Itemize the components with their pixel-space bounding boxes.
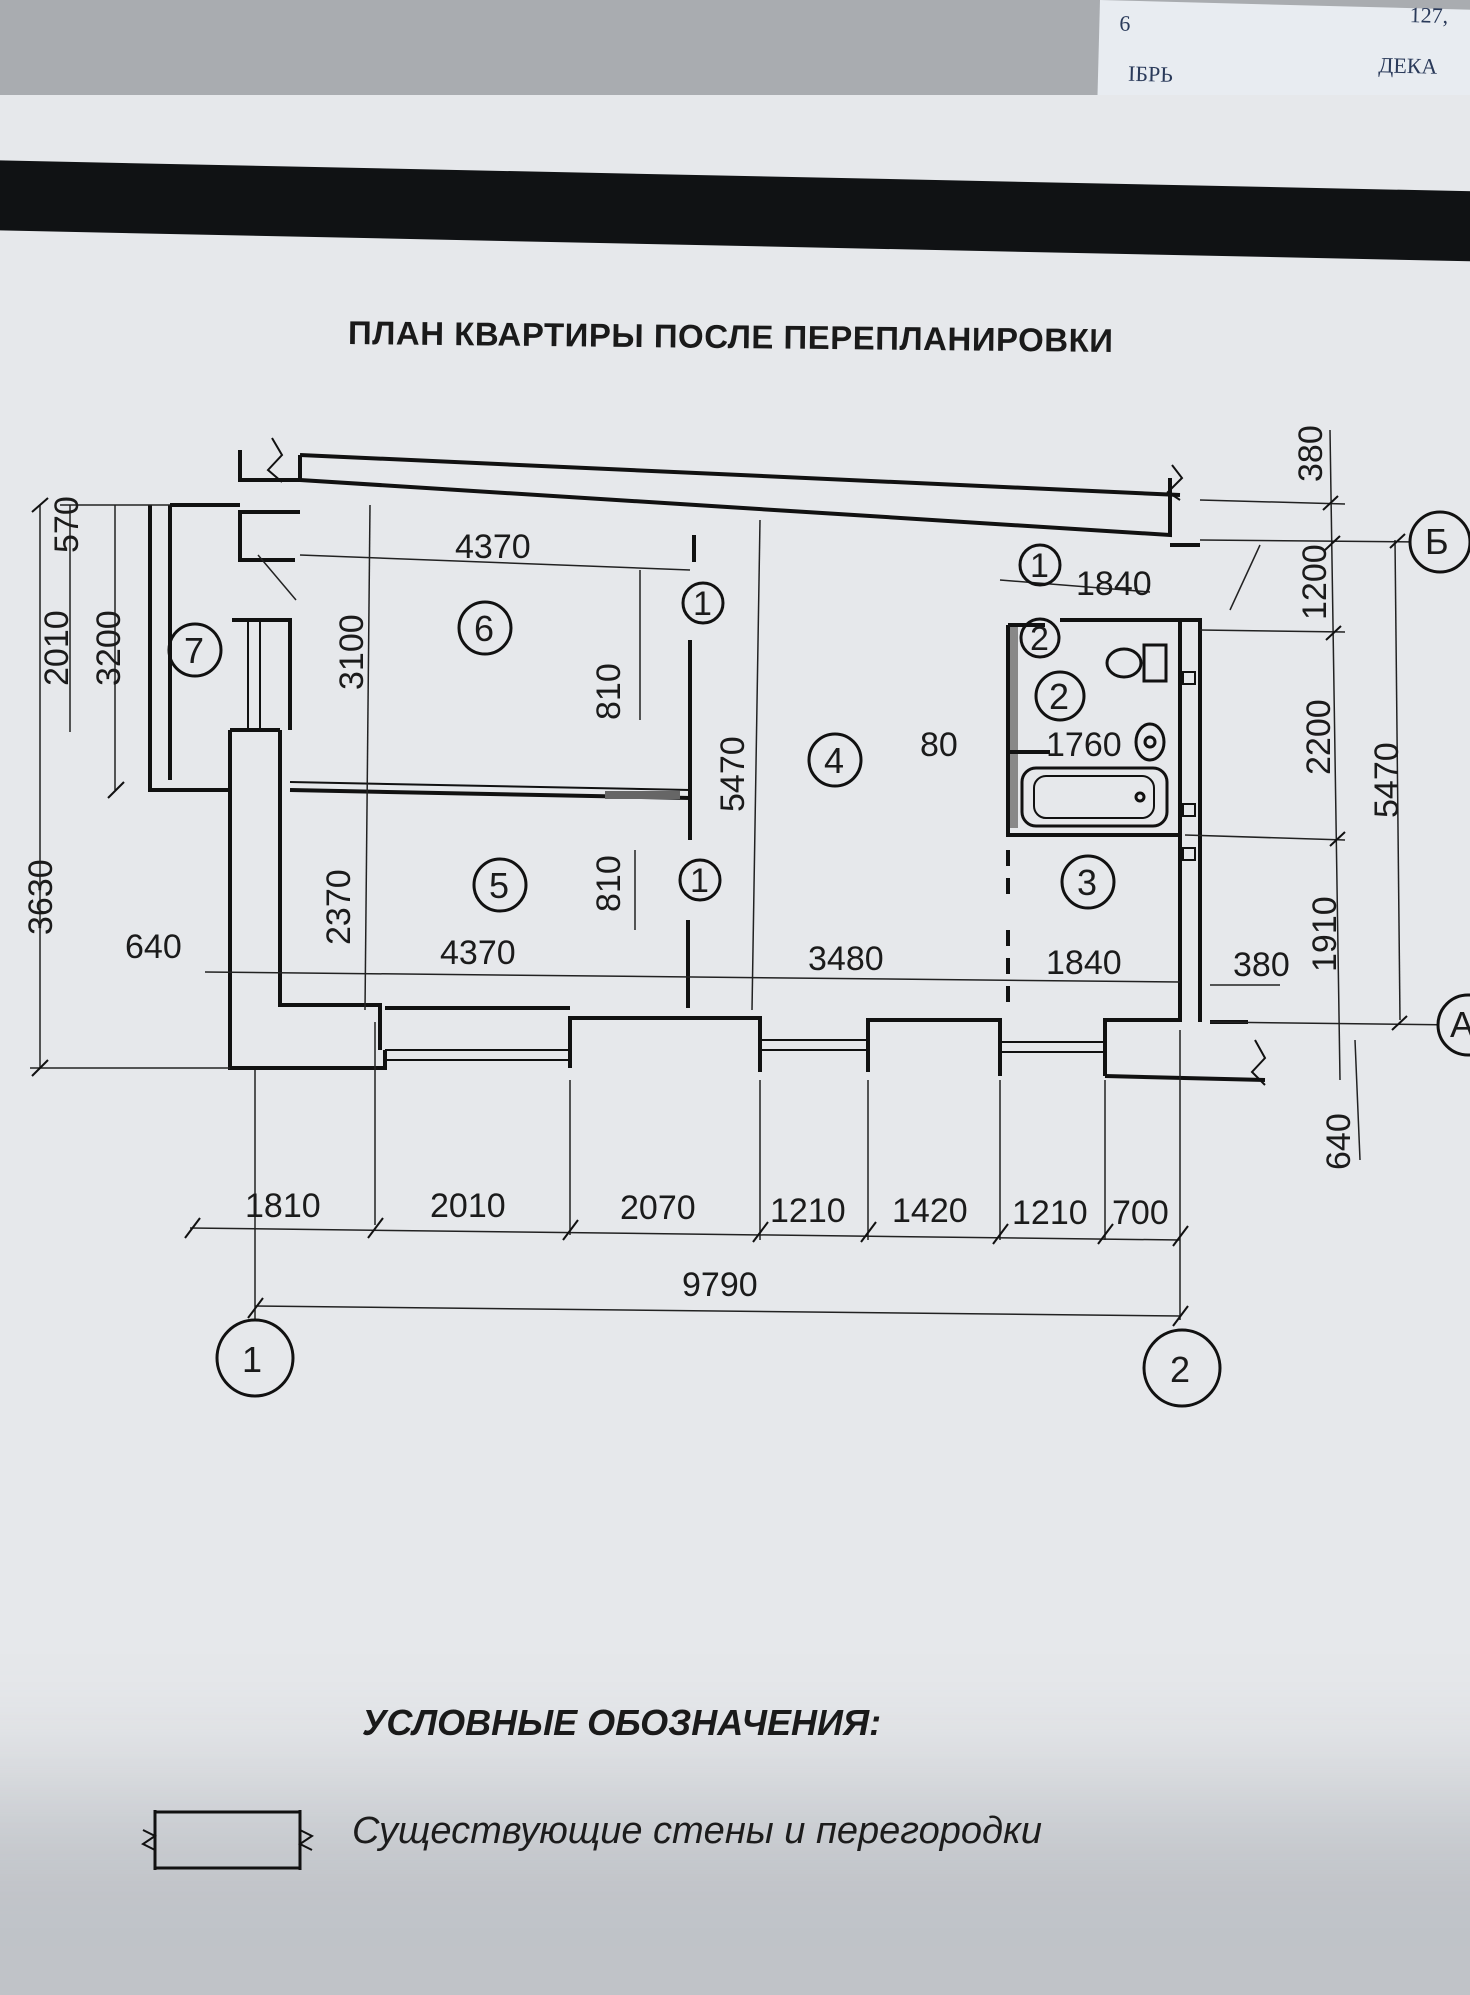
dimension-lines [30, 429, 1461, 1320]
axis-markers [215, 510, 1470, 1408]
dim-bath-width: 1840 [1076, 565, 1152, 603]
dim-bottom-segment: 2010 [430, 1187, 506, 1225]
dim-right-wall: 380 [1233, 946, 1290, 984]
dim-room6-depth: 3100 [333, 614, 371, 690]
axis-b-circle [1408, 510, 1470, 574]
dim-right-1910: 1910 [1306, 896, 1344, 972]
dimension-ticks [31, 495, 1408, 1327]
legend-wall-symbol [141, 1810, 314, 1870]
dim-bottom-segment: 2070 [620, 1189, 696, 1227]
walls [148, 450, 1266, 1082]
dim-room5-width: 4370 [440, 934, 516, 972]
dim-left-balcony: 2010 [38, 610, 76, 686]
dim-bottom-segment: 1420 [892, 1192, 968, 1230]
dim-room3-width: 1840 [1046, 944, 1122, 982]
dim-bottom-segment: 1210 [770, 1192, 846, 1230]
dim-room4-width: 3480 [808, 940, 884, 978]
dim-bottom-segment: 700 [1112, 1194, 1169, 1232]
dim-door-width: 810 [590, 663, 628, 720]
room-markers [167, 543, 1116, 913]
dim-right-depth: 5470 [1368, 742, 1406, 818]
dim-room5-depth: 2370 [320, 869, 358, 945]
fixture-marker: 2 [1030, 620, 1049, 658]
legend-title: УСЛОВНЫЕ ОБОЗНАЧЕНИЯ: [362, 1702, 882, 1743]
room-4-number: 4 [824, 740, 844, 781]
room-7-number: 7 [184, 630, 204, 671]
dim-left-top: 570 [48, 496, 86, 553]
dim-partition: 80 [920, 726, 958, 764]
fixture-marker: 2 [1049, 676, 1069, 717]
sink-icon [1134, 722, 1166, 762]
room-3-number: 3 [1077, 862, 1097, 903]
dim-total-width: 9790 [682, 1266, 758, 1304]
axis-b-label: Б [1425, 521, 1449, 562]
room-5-number: 5 [489, 865, 509, 906]
dim-right-2200: 2200 [1300, 699, 1338, 775]
dim-right-top-wall: 380 [1292, 425, 1330, 482]
axis-1-circle [215, 1318, 295, 1398]
axis-1-label: 1 [242, 1339, 262, 1380]
dim-left-wall: 640 [125, 928, 182, 966]
dim-room4-depth: 5470 [714, 736, 752, 812]
dim-bottom-segment: 1210 [1012, 1194, 1088, 1232]
toilet-icon [1105, 643, 1168, 683]
dim-door-width: 810 [590, 855, 628, 912]
axis-2-label: 2 [1170, 1349, 1190, 1390]
axis-a-circle [1436, 993, 1470, 1057]
dim-right-640: 640 [1320, 1113, 1358, 1170]
door-marker: 1 [1030, 547, 1049, 585]
break-marks [266, 437, 1267, 1086]
dim-left-room6: 3200 [90, 610, 128, 686]
room-6-number: 6 [474, 608, 494, 649]
vent-shaft-icon [1182, 671, 1196, 861]
dim-left-lower: 3630 [22, 859, 60, 935]
bathtub-icon [1020, 766, 1169, 828]
axis-a-label: А [1450, 1004, 1470, 1045]
legend-item-walls: Существующие стены и перегородки [352, 1810, 1043, 1852]
dim-room6-width: 4370 [455, 528, 531, 566]
axis-2-circle [1142, 1328, 1222, 1408]
dim-bottom-segment: 1810 [245, 1187, 321, 1225]
dim-right-1200: 1200 [1296, 544, 1334, 620]
door-marker: 1 [690, 862, 709, 900]
paper-sheet [0, 95, 1470, 1995]
door-marker: 1 [693, 585, 712, 623]
dim-bath-length: 1760 [1046, 726, 1122, 764]
